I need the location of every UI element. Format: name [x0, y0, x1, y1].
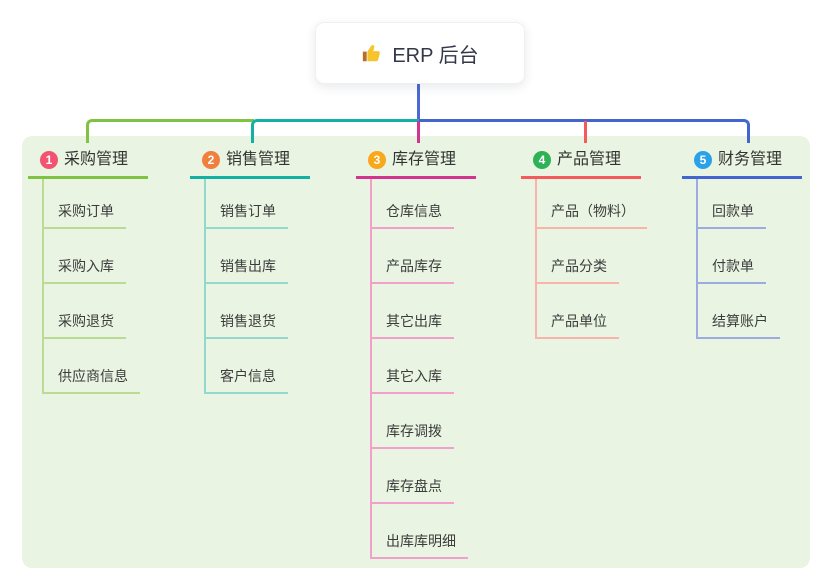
erp-root-node[interactable]: ERP 后台	[315, 22, 525, 84]
thumbs-up-icon	[361, 42, 383, 64]
connector-root-drop	[417, 82, 420, 121]
child-node[interactable]: 产品库存	[372, 229, 454, 284]
connector-branch5-elbow	[417, 119, 750, 143]
child-node[interactable]: 产品（物料）	[537, 179, 647, 229]
branch-number-badge: 5	[694, 151, 712, 169]
branch-title-finance[interactable]: 5 财务管理	[682, 146, 802, 179]
connector-branch1-elbow	[86, 119, 254, 143]
branch-children: 销售订单 销售出库 销售退货 客户信息	[204, 179, 310, 394]
connector-branch4-drop	[584, 121, 587, 143]
branch-label: 销售管理	[226, 151, 291, 168]
diagram-panel	[22, 136, 810, 568]
root-label: ERP 后台	[392, 44, 479, 67]
branch-finance: 5 财务管理 回款单 付款单 结算账户	[682, 146, 802, 339]
branch-label: 财务管理	[718, 151, 783, 168]
child-node[interactable]: 仓库信息	[372, 179, 454, 229]
branch-number-badge: 4	[533, 151, 551, 169]
branch-label: 库存管理	[392, 151, 457, 168]
connector-branch2-elbow	[251, 119, 419, 143]
child-node[interactable]: 采购订单	[44, 179, 126, 229]
branch-children: 产品（物料） 产品分类 产品单位	[535, 179, 647, 339]
branch-label: 采购管理	[64, 151, 129, 168]
branch-product: 4 产品管理 产品（物料） 产品分类 产品单位	[521, 146, 647, 339]
branch-number-badge: 1	[40, 151, 58, 169]
branch-title-inventory[interactable]: 3 库存管理	[356, 146, 476, 179]
branch-children: 回款单 付款单 结算账户	[696, 179, 802, 339]
child-node[interactable]: 销售退货	[206, 284, 288, 339]
child-node[interactable]: 库存盘点	[372, 449, 454, 504]
child-node[interactable]: 付款单	[698, 229, 766, 284]
child-node[interactable]: 结算账户	[698, 284, 780, 339]
child-node[interactable]: 客户信息	[206, 339, 288, 394]
branch-title-purchase[interactable]: 1 采购管理	[28, 146, 148, 179]
child-node[interactable]: 销售订单	[206, 179, 288, 229]
branch-title-sales[interactable]: 2 销售管理	[190, 146, 310, 179]
branch-children: 采购订单 采购入库 采购退货 供应商信息	[42, 179, 148, 394]
child-node[interactable]: 其它出库	[372, 284, 454, 339]
child-node[interactable]: 产品分类	[537, 229, 619, 284]
branch-sales: 2 销售管理 销售订单 销售出库 销售退货 客户信息	[190, 146, 310, 394]
child-node[interactable]: 出库库明细	[372, 504, 468, 559]
branch-label: 产品管理	[557, 151, 622, 168]
branch-inventory: 3 库存管理 仓库信息 产品库存 其它出库 其它入库 库存调拨 库存盘点 出库库…	[356, 146, 476, 559]
branch-number-badge: 3	[368, 151, 386, 169]
child-node[interactable]: 采购入库	[44, 229, 126, 284]
branch-children: 仓库信息 产品库存 其它出库 其它入库 库存调拨 库存盘点 出库库明细	[370, 179, 476, 559]
child-node[interactable]: 采购退货	[44, 284, 126, 339]
branch-purchase: 1 采购管理 采购订单 采购入库 采购退货 供应商信息	[28, 146, 148, 394]
child-node[interactable]: 销售出库	[206, 229, 288, 284]
child-node[interactable]: 回款单	[698, 179, 766, 229]
branch-title-product[interactable]: 4 产品管理	[521, 146, 641, 179]
branch-number-badge: 2	[202, 151, 220, 169]
child-node[interactable]: 其它入库	[372, 339, 454, 394]
child-node[interactable]: 供应商信息	[44, 339, 140, 394]
child-node[interactable]: 产品单位	[537, 284, 619, 339]
child-node[interactable]: 库存调拨	[372, 394, 454, 449]
connector-branch3-drop	[417, 121, 420, 143]
